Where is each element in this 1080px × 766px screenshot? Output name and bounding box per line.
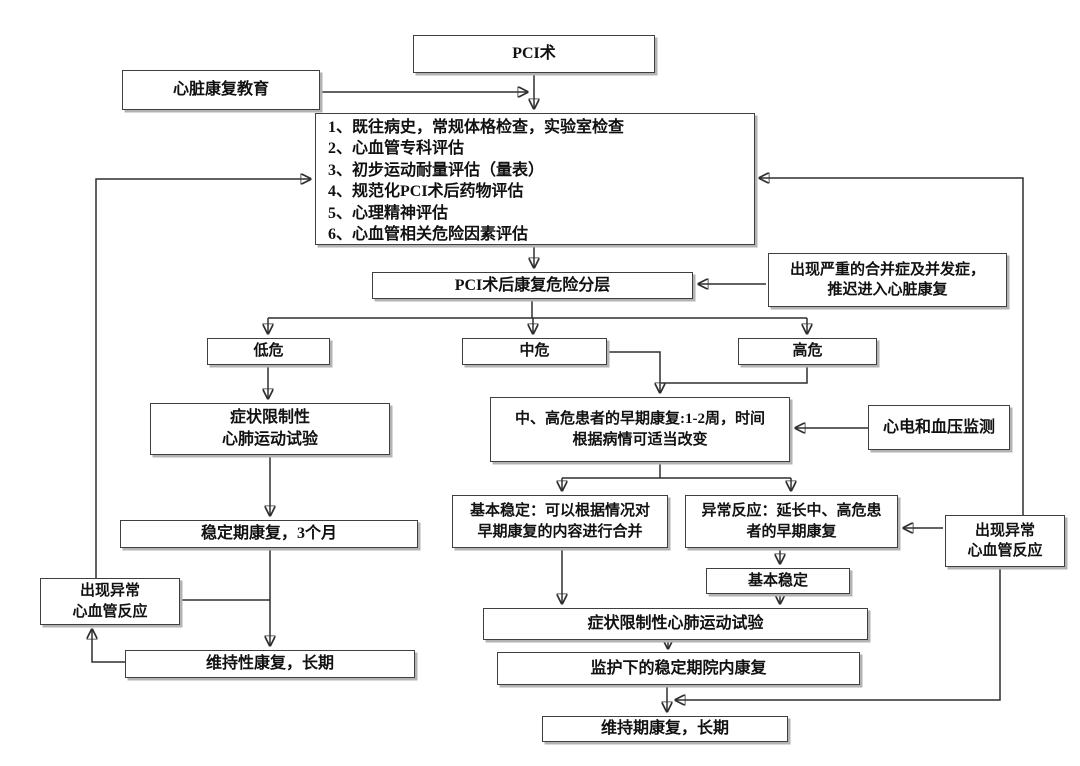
node-monitored-inpatient-rehab: 监护下的稳定期院内康复 — [497, 652, 860, 685]
node-cardiac-rehab-education: 心脏康复教育 — [122, 70, 320, 110]
node-basically-stable: 基本稳定 — [706, 568, 850, 594]
node-risk-stratification: PCI术后康复危险分层 — [372, 272, 693, 299]
edge-abnormalright-to-assess — [760, 178, 1024, 515]
edge-abnormalleft-to-assess — [95, 179, 310, 578]
node-abnormal-cv-reaction-left: 出现异常 心血管反应 — [40, 578, 180, 625]
node-maintenance-rehab-left: 维持性康复，长期 — [125, 650, 415, 678]
node-severe-complications: 出现严重的合并症及并发症， 推迟进入心脏康复 — [768, 253, 1007, 307]
node-pci-surgery: PCI术 — [413, 35, 655, 73]
node-low-risk: 低危 — [207, 338, 330, 365]
node-early-rehab-mid-high: 中、高危患者的早期康复:1-2周，时间 根据病情可适当改变 — [490, 397, 790, 462]
edge-abnormalright-to-maintainmain — [676, 567, 1001, 700]
edge-mid-to-early — [607, 351, 660, 392]
node-stable-phase-rehab-3months: 稳定期康复，3个月 — [120, 520, 418, 548]
node-abnormal-response-extend: 异常反应：延长中、高危患 者的早期康复 — [685, 495, 898, 548]
edge-high-to-early — [661, 365, 808, 384]
edge-maintainleft-to-abnormalleft — [92, 630, 127, 663]
node-mid-risk: 中危 — [462, 338, 607, 365]
node-high-risk: 高危 — [738, 338, 877, 365]
node-abnormal-cv-reaction-right: 出现异常 心血管反应 — [945, 515, 1065, 567]
node-assessment-list: 1、既往病史，常规体格检查，实验室检查 2、心血管专科评估 3、初步运动耐量评估… — [315, 113, 755, 245]
node-symptom-limited-cpet-main: 症状限制性心肺运动试验 — [483, 608, 868, 640]
node-basically-stable-merge: 基本稳定：可以根据情况对 早期康复的内容进行合并 — [452, 495, 668, 548]
node-symptom-limited-cpet-low: 症状限制性 心肺运动试验 — [150, 403, 390, 455]
node-ecg-bp-monitoring: 心电和血压监测 — [868, 405, 1010, 450]
node-maintenance-rehab-main: 维持期康复，长期 — [542, 716, 788, 742]
